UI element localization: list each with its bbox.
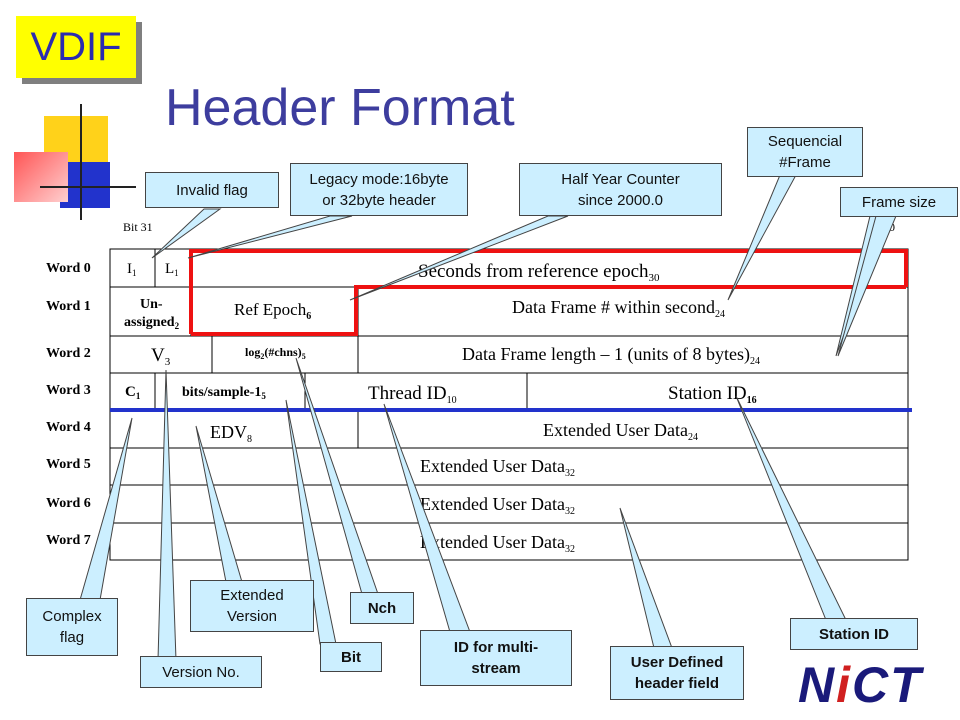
- callout-version-no: Version No.: [140, 656, 262, 688]
- cell-ext24: Extended User Data24: [543, 420, 698, 443]
- pointer-legacy: [187, 215, 353, 259]
- bit-right-label: 0: [889, 220, 895, 234]
- cell-ext32-word5: Extended User Data32: [420, 456, 575, 479]
- decor-red-square: [14, 152, 68, 202]
- cell-frame-length: Data Frame length – 1 (units of 8 bytes)…: [462, 344, 760, 367]
- callout-bit: Bit: [320, 642, 382, 672]
- pointer-half-year: [349, 215, 569, 301]
- pointer-station-id: [735, 395, 847, 621]
- cell-complex: C1: [125, 384, 141, 401]
- callout-id-multi-stream: ID for multi-stream: [420, 630, 572, 686]
- pointer-sequencial: [727, 174, 797, 301]
- cell-ext32-word7: Extended User Data32: [420, 532, 575, 555]
- word-label-0: Word 0: [46, 261, 91, 276]
- cell-bits: bits/sample-15: [182, 385, 266, 401]
- page-title: Header Format: [165, 79, 515, 137]
- pointer-user-defined: [619, 507, 673, 649]
- cell-log2: log2(#chns)5: [245, 345, 306, 361]
- word-label-6: Word 6: [46, 496, 91, 511]
- word-label-7: Word 7: [46, 533, 91, 548]
- callout-invalid-flag: Invalid flag: [145, 172, 279, 208]
- red-highlight: [189, 249, 908, 336]
- bit-left-label: Bit 31: [123, 220, 153, 234]
- word-label-2: Word 2: [46, 346, 91, 361]
- callout-frame-size: Frame size: [840, 187, 958, 217]
- decor-hline: [40, 186, 136, 188]
- cell-seconds: Seconds from reference epoch30: [418, 261, 660, 284]
- cell-frame-num: Data Frame # within second24: [512, 297, 725, 320]
- red-box-refepoch: [191, 285, 906, 336]
- word-label-5: Word 5: [46, 457, 91, 472]
- cell-invalid: I1: [127, 261, 137, 278]
- decor-blue-square: [60, 162, 110, 208]
- cell-edv: EDV8: [210, 422, 252, 445]
- pointer-extended-version: [195, 425, 243, 583]
- decor-vline: [80, 104, 82, 220]
- cell-unassigned-1: Un-: [140, 297, 163, 312]
- word-label-3: Word 3: [46, 383, 91, 398]
- callout-pointers: [79, 174, 897, 661]
- vdif-badge: VDIF: [16, 16, 136, 78]
- pointer-invalid-flag: [151, 208, 222, 259]
- red-box-seconds: [189, 249, 908, 334]
- cell-station: Station ID16: [668, 383, 757, 406]
- cell-legacy: L1: [165, 261, 179, 278]
- cell-thread: Thread ID10: [368, 383, 457, 406]
- cell-ext32-word6: Extended User Data32: [420, 494, 575, 517]
- cell-ref-epoch: Ref Epoch6: [234, 300, 311, 322]
- callout-station-id: Station ID: [790, 618, 918, 650]
- cell-unassigned-2: assigned2: [124, 315, 180, 331]
- word-label-1: Word 1: [46, 299, 91, 314]
- word-label-4: Word 4: [46, 420, 91, 435]
- callout-nch: Nch: [350, 592, 414, 624]
- callout-sequencial: Sequencial#Frame: [747, 127, 863, 177]
- cell-version: V3: [151, 345, 171, 368]
- nict-logo: NiCT: [798, 657, 923, 713]
- pointer-version: [157, 369, 177, 661]
